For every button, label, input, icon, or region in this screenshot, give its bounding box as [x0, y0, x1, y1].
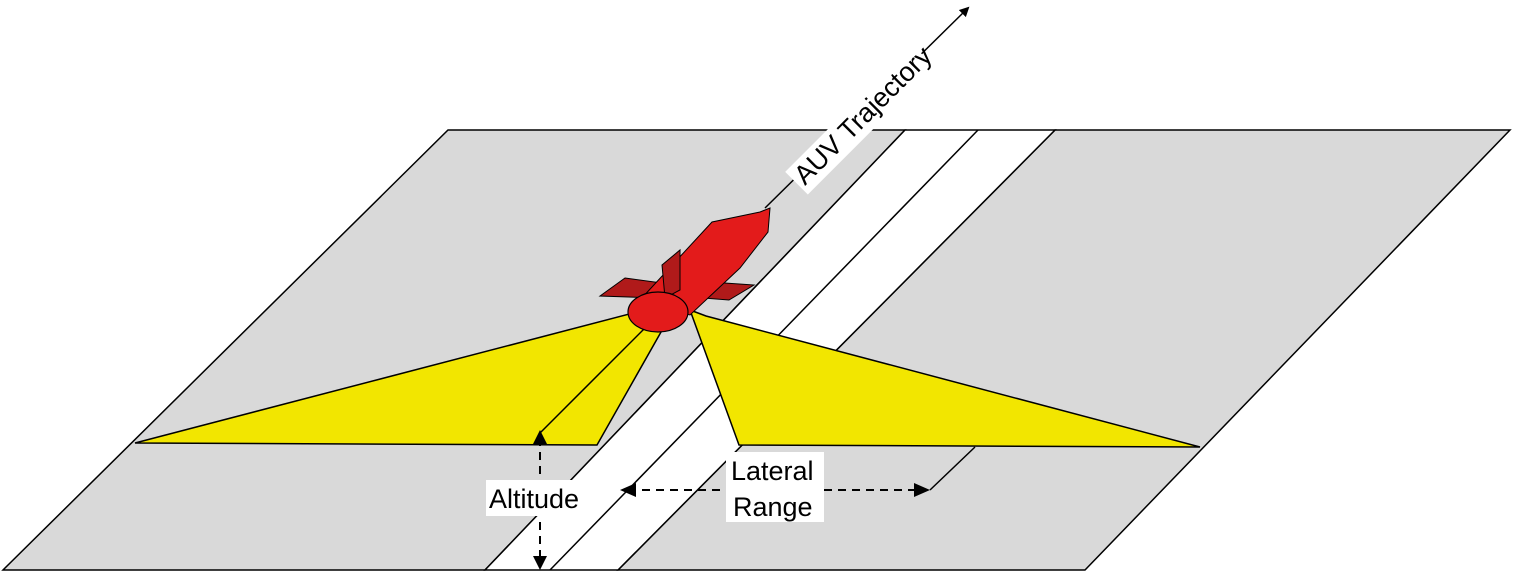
lateral-range-end-tick	[929, 446, 976, 491]
altitude-label-bg	[486, 480, 590, 516]
lateral-range-label-line2: Range	[733, 492, 813, 522]
lateral-range-label-line1: Lateral	[731, 456, 814, 486]
sonar-swath-right	[688, 308, 1201, 448]
auv-tail	[627, 291, 689, 333]
lateral-range-label-bg	[726, 452, 824, 522]
altitude-arrowhead-bottom	[533, 556, 547, 570]
auv-vehicle	[598, 207, 771, 333]
lateral-range-arrowhead-left	[620, 483, 636, 497]
altitude-label: Altitude	[489, 484, 579, 514]
altitude-reference-line	[539, 324, 649, 434]
trajectory-label-bg	[785, 44, 936, 195]
auv-fin-top	[661, 248, 681, 299]
lateral-range-arrowhead-right	[914, 483, 930, 497]
altitude-arrowhead-top	[533, 430, 547, 444]
